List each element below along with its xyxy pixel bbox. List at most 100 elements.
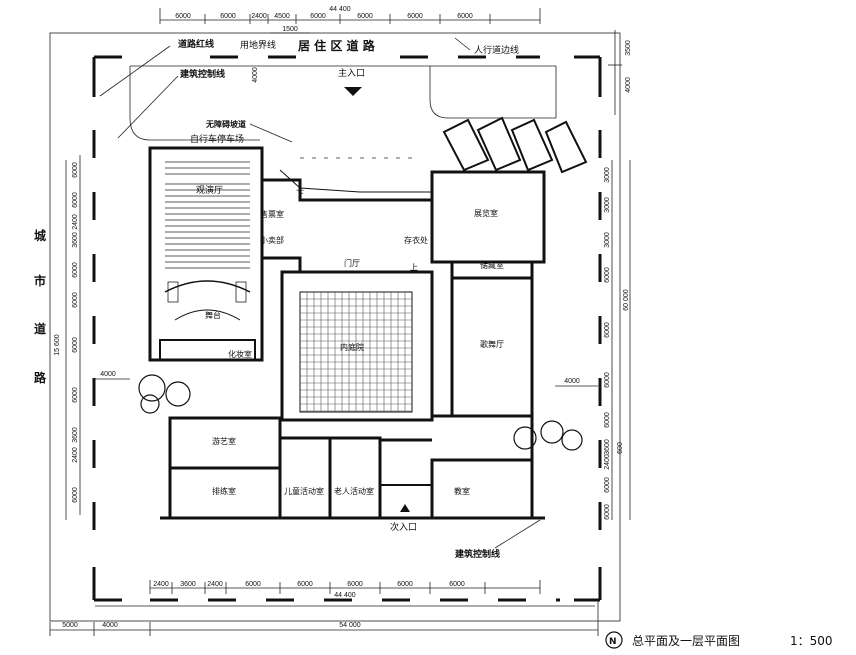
tree-cluster-right: [513, 420, 583, 451]
right-dimension-chain: 3500 4000 60 000 3000 3000 3000 6000 600…: [604, 30, 632, 520]
dim-top-seg: 6000: [310, 13, 326, 20]
label-main-entrance: 主入口: [338, 67, 365, 79]
dim-right-seg: 6000: [604, 477, 611, 493]
dim-bottom-seg: 6000: [245, 581, 261, 588]
svg-text:N: N: [609, 637, 617, 647]
road-curb-right: [429, 66, 556, 119]
site-boundary: [49, 32, 621, 622]
room-courtyard: 内庭院: [340, 342, 364, 352]
main-entrance-arrow-icon: [344, 87, 362, 96]
dim-top-seg: 6000: [407, 13, 423, 20]
label-control-line-top: 建筑控制线: [180, 68, 225, 80]
bottom-dimension-chain: 2400 3600 2400 6000 6000 6000 6000 6000 …: [49, 580, 599, 636]
drawing-scale: 1：500: [790, 634, 833, 648]
dim-left-seg: 6000: [72, 292, 79, 308]
dim-right-seg: 3000: [604, 167, 611, 183]
room-storage: 储藏室: [480, 260, 504, 270]
dim-bottom-total: 44 400: [334, 592, 356, 599]
room-dressing: 化妆室: [228, 349, 252, 359]
dim-right-seg: 3000: [604, 197, 611, 213]
dim-top-seg: 6000: [457, 13, 473, 20]
dim-left-seg: 2400: [72, 214, 79, 230]
dim-left-seg: 6000: [72, 337, 79, 353]
label-sidewalk-line: 人行道边线: [474, 44, 519, 56]
top-dimension-chain: 44 400 6000 6000 2400 4500 6000 6000 600…: [159, 6, 541, 34]
label-city-road: 市: [34, 273, 46, 288]
label-up: 上: [410, 263, 418, 272]
dim-left-seg: 3600: [72, 427, 79, 443]
label-control-line-bottom: 建筑控制线: [455, 548, 500, 560]
dim-right-seg: 6000: [604, 504, 611, 520]
dim-left-seg: 6000: [72, 387, 79, 403]
dim-left-seg: 6000: [72, 487, 79, 503]
drawing-title: 总平面及一层平面图: [632, 634, 740, 648]
building-control-line: [92, 55, 602, 602]
dim-right-seg: 6000: [604, 322, 611, 338]
dim-side-left: 4000: [100, 371, 116, 378]
room-classroom: 教室: [454, 486, 470, 496]
label-bike-parking: 自行车停车场: [190, 133, 244, 145]
dim-top-seg: 6000: [175, 13, 191, 20]
room-stage: 舞台: [205, 310, 221, 320]
road-curb-left: [129, 66, 260, 141]
dim-bottom-seg: 6000: [449, 581, 465, 588]
dim-side-right: 4000: [564, 378, 580, 385]
north-arrow-icon: N: [605, 631, 623, 649]
dim-right-seg: 3600: [604, 439, 611, 455]
dim-right-overall: 60 000: [623, 289, 630, 311]
room-auditorium: 观演厅: [196, 184, 223, 196]
dim-top-sub: 1500: [282, 26, 298, 33]
label-secondary-entrance: 次入口: [390, 521, 417, 533]
dim-right-seg: 6000: [604, 267, 611, 283]
dim-left-offset: 4000: [102, 622, 118, 629]
dim-top-seg: 2400: [251, 13, 267, 20]
dim-bottom-seg: 6000: [297, 581, 313, 588]
dim-top-total: 44 400: [329, 6, 351, 13]
room-game: 游艺室: [212, 436, 236, 446]
room-elderly: 老人活动室: [334, 486, 374, 496]
dim-top-seg: 6000: [357, 13, 373, 20]
dim-bottom-seg: 2400: [153, 581, 169, 588]
dim-top-seg: 6000: [220, 13, 236, 20]
label-accessible-ramp: 无障碍坡道: [205, 119, 246, 129]
room-dance-practice: 排练室: [212, 486, 236, 496]
room-ticket-office: 售票室: [260, 209, 284, 219]
dim-right-seg: 6000: [604, 372, 611, 388]
dim-right-small: 600: [617, 442, 624, 454]
room-shop: 小卖部: [260, 235, 284, 245]
room-children: 儿童活动室: [284, 486, 324, 496]
dim-bottom-seg: 6000: [397, 581, 413, 588]
label-down: 下: [296, 189, 304, 198]
room-ballroom: 歌舞厅: [480, 339, 504, 349]
left-dimension-chain: 6000 6000 2400 3600 6000 6000 6000 6000 …: [54, 155, 130, 515]
dim-left-seg: 6000: [72, 192, 79, 208]
dim-overall: 54 000: [339, 622, 361, 629]
label-city-road: 道: [34, 321, 46, 336]
dim-left-seg: 6000: [72, 162, 79, 178]
room-exhibition: 展览室: [474, 208, 498, 218]
dim-top-seg: 4500: [274, 13, 290, 20]
room-lobby: 门厅: [344, 258, 360, 268]
dim-right-top: 4000: [625, 77, 632, 93]
courtyard-grid: [299, 291, 413, 413]
room-cloakroom: 存衣处: [404, 235, 428, 245]
label-road-red-line: 道路红线: [178, 38, 214, 50]
label-city-road: 城: [34, 228, 46, 243]
dim-right-top: 3500: [625, 40, 632, 56]
dim-bottom-seg: 2400: [207, 581, 223, 588]
dim-left-seg: 3600: [72, 232, 79, 248]
dim-left-seg: 2400: [72, 447, 79, 463]
dim-bottom-seg: 3600: [180, 581, 196, 588]
dim-bottom-seg: 6000: [347, 581, 363, 588]
dim-left-seg: 6000: [72, 262, 79, 278]
label-city-road: 路: [34, 370, 47, 385]
secondary-entrance-arrow-icon: [400, 504, 410, 512]
dim-right-seg: 6000: [604, 412, 611, 428]
dim-top-offset: 4000: [252, 67, 259, 83]
dim-left-offset: 5000: [62, 622, 78, 629]
skylight-panels: [442, 116, 588, 174]
tree-cluster-left: [138, 374, 191, 414]
label-residential-road: 居 住 区 道 路: [298, 38, 376, 53]
dim-left-total: 15 600: [54, 334, 61, 356]
